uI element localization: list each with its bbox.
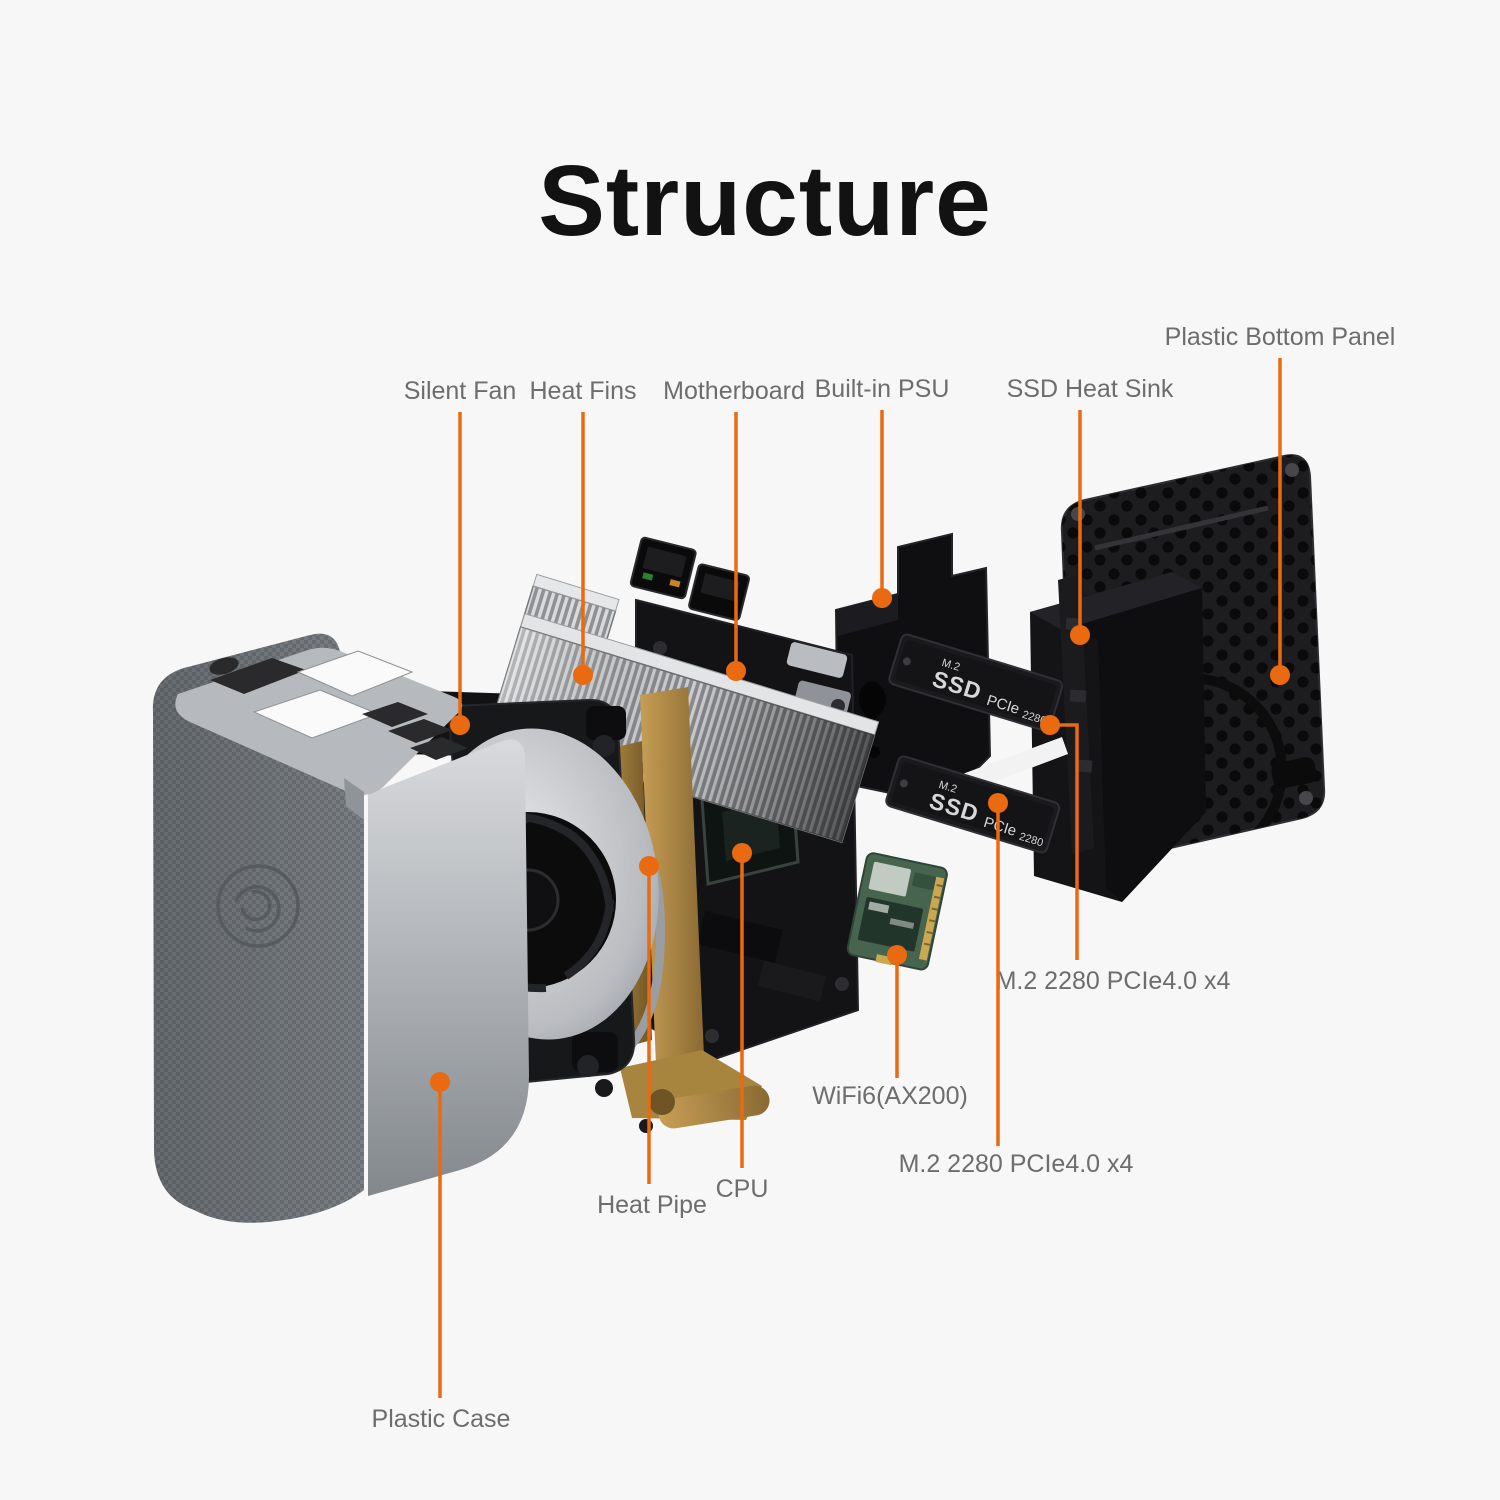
callout-plastic-case: Plastic Case bbox=[372, 1072, 511, 1433]
callout-plastic-bottom-panel: Plastic Bottom Panel bbox=[1165, 323, 1396, 685]
callout-dot bbox=[1270, 665, 1290, 685]
callout-silent-fan: Silent Fan bbox=[404, 377, 517, 735]
ssd-heat-sink-illustration bbox=[1030, 572, 1206, 902]
callout-m2-slot-2: M.2 2280 PCIe4.0 x4 bbox=[899, 793, 1134, 1178]
callout-cpu: CPU bbox=[716, 843, 769, 1203]
callout-label: SSD Heat Sink bbox=[1007, 375, 1174, 403]
callout-motherboard: Motherboard bbox=[663, 377, 805, 681]
callout-label: Heat Fins bbox=[530, 377, 637, 405]
callout-label: WiFi6(AX200) bbox=[812, 1082, 968, 1110]
callout-dot bbox=[732, 843, 752, 863]
callout-wifi: WiFi6(AX200) bbox=[812, 945, 968, 1110]
callout-label: M.2 2280 PCIe4.0 x4 bbox=[996, 967, 1231, 995]
callout-dot bbox=[430, 1072, 450, 1092]
page-title: Structure bbox=[538, 145, 992, 257]
callout-label: CPU bbox=[716, 1175, 769, 1203]
callout-dot bbox=[872, 588, 892, 608]
plastic-case-illustration bbox=[152, 633, 529, 1223]
ssd-print-m2: M.2 bbox=[940, 657, 961, 674]
callout-built-in-psu: Built-in PSU bbox=[815, 375, 950, 608]
case-logo-icon bbox=[216, 864, 300, 948]
callout-heat-fins: Heat Fins bbox=[530, 377, 637, 685]
callout-dot bbox=[988, 793, 1008, 813]
callout-dot bbox=[450, 715, 470, 735]
wifi-module-illustration bbox=[846, 852, 948, 971]
callout-dot bbox=[1070, 625, 1090, 645]
callout-label: Heat Pipe bbox=[597, 1191, 707, 1219]
callout-dot bbox=[639, 856, 659, 876]
ssd-stick-2-illustration: M.2 SSD PCIe 2280 bbox=[885, 755, 1061, 854]
callout-dot bbox=[726, 661, 746, 681]
callout-label: Plastic Case bbox=[372, 1405, 511, 1433]
callout-dot bbox=[1040, 715, 1060, 735]
callout-label: Plastic Bottom Panel bbox=[1165, 323, 1396, 351]
callout-dot bbox=[573, 665, 593, 685]
callout-m2-slot-1: M.2 2280 PCIe4.0 x4 bbox=[996, 715, 1231, 995]
callout-label: Built-in PSU bbox=[815, 375, 950, 403]
ssd-stick-1-illustration: M.2 SSD PCIe 2280 bbox=[888, 633, 1064, 732]
callout-dot bbox=[887, 945, 907, 965]
callout-ssd-heat-sink: SSD Heat Sink bbox=[1007, 375, 1174, 645]
callout-label: Motherboard bbox=[663, 377, 805, 405]
callouts: Structure Silent Fan Heat Fins Motherboa… bbox=[372, 145, 1396, 1433]
callout-label: M.2 2280 PCIe4.0 x4 bbox=[899, 1150, 1134, 1178]
callout-heat-pipe: Heat Pipe bbox=[597, 856, 707, 1219]
callout-label: Silent Fan bbox=[404, 377, 517, 405]
ssd-print-m2: M.2 bbox=[937, 779, 958, 796]
